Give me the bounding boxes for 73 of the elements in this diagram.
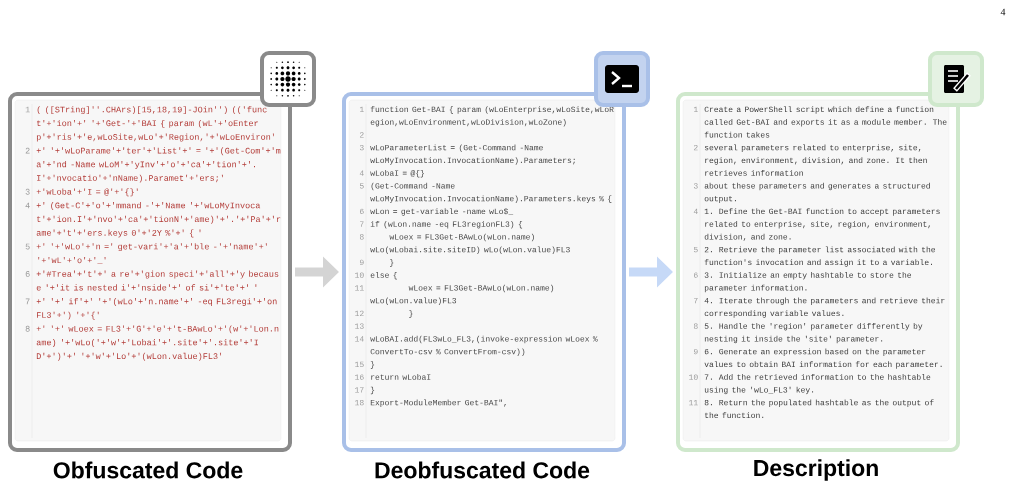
- code-line: +' '+' wLoex = FL3'+'G'+'e'+'t-BAwLo'+'(w'+'Lon.name) '+'wLo('+'w'+'Lobai'+'.site'+'.site'+'ID'+')'+' '+'w'+'Lo'+'(wLon.value)FL3': [36, 325, 279, 361]
- code-line: ( ([STring]''.CHArs)[15,18,19]-JOin'') (('funct'+'ion'+' '+'Get-'+'BAI { param (wL'+'oEnterp'+'ris'+'e,wLoSite,wLo'+'Region,'+'wLoEnviron': [36, 106, 274, 142]
- panel-heading: Obfuscated Code: [53, 461, 243, 479]
- line-number: 3: [25, 188, 30, 195]
- code-line: function Get-BAI { param (wLoEnterprise,wLoSite,wLoRegion,wLoEnvironment,wLoDivision,wLoZone): [370, 106, 614, 127]
- code-line: 1. Define the Get-BAI function to accept parameters related to enterprise, site, region, environment, division, and zone.: [704, 208, 940, 241]
- line-number: 11: [355, 285, 364, 291]
- line-number: 2: [359, 132, 364, 138]
- code-line: wLon = get-variable -name wLo$_: [370, 208, 514, 216]
- panel-heading: Description: [754, 459, 878, 481]
- line-number: 1: [694, 106, 698, 112]
- line-number: 16: [355, 374, 364, 380]
- code-line: }: [370, 361, 375, 369]
- line-number: 18: [355, 399, 364, 406]
- line-number: 6: [360, 208, 364, 215]
- code-line: about these parameters and generates a structured output.: [704, 182, 930, 203]
- line-number: 7: [360, 221, 364, 227]
- code-line: +'wLoba'+'I = @'+'{}': [36, 188, 138, 197]
- line-number: 15: [355, 361, 364, 368]
- line-number: 1: [25, 106, 30, 113]
- line-number: 12: [355, 310, 364, 316]
- line-number: 7: [694, 297, 698, 304]
- code-line: 4. Iterate through the parameters and retrieve their corresponding variable values.: [704, 297, 945, 318]
- code-line: wLobaI = @{}: [370, 169, 424, 178]
- line-number: 1: [360, 106, 364, 112]
- line-number: 17: [355, 387, 364, 393]
- code-line: }: [409, 310, 413, 318]
- code-line: 6. Generate an expression based on the parameter values to obtain BAI information for each parameter.: [704, 348, 942, 369]
- line-number: 7: [25, 298, 30, 305]
- code-line: wLoBAI.add(FL3wLo_FL3,(invoke-expression wLoex % ConvertTo-csv % ConvertFrom-csv)): [370, 335, 598, 356]
- line-number: 14: [355, 336, 364, 342]
- code-line: 2. Retrieve the parameter list associated with the function's invocation and assign it to a variable.: [704, 246, 936, 267]
- line-number: 5: [693, 246, 698, 253]
- line-number: 4: [359, 170, 364, 176]
- line-number: 3: [693, 183, 698, 189]
- page-number: 4: [1000, 8, 1006, 16]
- line-number: 13: [355, 323, 364, 329]
- line-number: 3: [359, 144, 364, 151]
- code-line: +' (Get-C'+'o'+'mmand -'+'Name '+'wLoMyInvocat'+'ion.I'+'nvo'+'ca'+'tionN'+'ame)'+'.'+'Pa'+'rame'+'t'+'ers.keys 0'+'2Y %'+' { ': [36, 202, 281, 238]
- line-number: 8: [693, 323, 698, 329]
- code-line: 3. Initialize an empty hashtable to store the parameter information.: [704, 271, 912, 293]
- code-line: wLoParameterList = (Get-Command -Name wLoMyInvocation.InvocationName).Parameters;: [370, 144, 575, 165]
- code-line: wLoex = FL3Get-BAwLo(wLon.name) wLo(wLobai.site.siteID) wLo(wLon.value)FL3: [370, 233, 570, 254]
- code-line: Export-ModuleMember Get-BAI",: [370, 399, 506, 407]
- line-number: 6: [694, 272, 698, 278]
- line-number: 2: [25, 147, 30, 154]
- code-line: }: [370, 386, 375, 395]
- line-number: 10: [355, 272, 364, 278]
- line-number: 9: [693, 348, 698, 355]
- line-number: 5: [25, 243, 30, 250]
- line-number: 2: [693, 144, 698, 151]
- line-number: 8: [25, 325, 30, 332]
- code-line: if (wLon.name -eq FL3regionFL3) {: [370, 220, 523, 229]
- code-line: +' '+'wLoParame'+'ter'+'List'+' = '+'(Get-Com'+'ma'+'nd -Name wLoM'+'yInv'+'o'+'ca'+'tion'+'.I'+'nvocatio'+'nName).Paramet'+'ers;': [36, 147, 281, 183]
- code-line: return wLobaI: [371, 373, 431, 380]
- line-number: 8: [359, 234, 364, 240]
- line-number: 5: [359, 183, 364, 189]
- code-line: }: [390, 259, 394, 267]
- code-line: 8. Return the populated hashtable as the output of the function.: [704, 399, 934, 419]
- code-line: wLoex = FL3Get-BAwLo(wLon.name) wLo(wLon.value)FL3: [370, 284, 554, 305]
- code-line: 5. Handle the 'region' parameter differently by nesting it inside the 'site' parameter.: [704, 322, 923, 344]
- panel-heading: Deobfuscated Code: [375, 461, 590, 479]
- line-number: 4: [693, 208, 698, 214]
- code-line: +'#Trea'+'t'+' a re'+'gion speci'+'all'+'y because '+'it is nested i'+'nside'+' of si'+'te'+' ': [36, 270, 279, 291]
- code-line: 7. Add the retrieved information to the hashtable using the 'wLo_FL3' key.: [704, 373, 931, 395]
- line-number: 10: [689, 374, 698, 380]
- code-line: else {: [370, 271, 397, 280]
- line-number: 11: [689, 399, 698, 406]
- line-number: 9: [359, 259, 364, 266]
- code-line: +' '+' if'+' '+'(wLo'+'n.name'+' -eq FL3regi'+'onFL3'+') '+'{': [36, 298, 277, 320]
- line-number: 6: [25, 271, 30, 277]
- code-line: +' '+'wLo'+'n =' get-vari'+'a'+'ble -'+'name'+' '+'wL'+'o'+'_': [36, 243, 267, 264]
- line-number: 4: [25, 202, 30, 209]
